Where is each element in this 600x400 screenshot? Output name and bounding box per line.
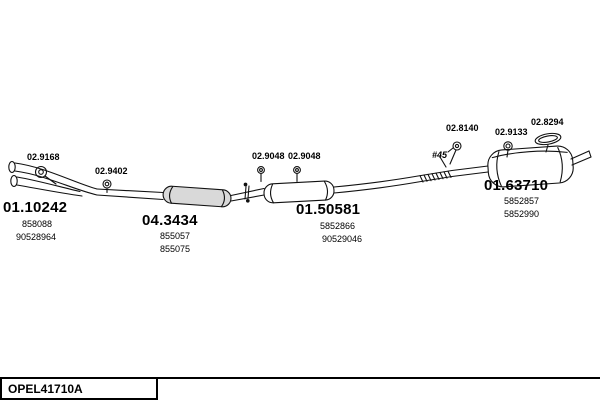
rear-pipe-art (333, 156, 489, 194)
oem-number: 5852857 (504, 196, 540, 206)
bracket-icon (447, 141, 462, 165)
part-ref-hanger-left: 02.9048 (252, 151, 285, 161)
part-ref-band-clamp: 02.8294 (531, 117, 564, 127)
oem-number: 855075 (160, 244, 191, 254)
part-ref-catalyst: 04.3434 (142, 212, 198, 229)
part-ref-hanger-right: 02.9048 (288, 151, 321, 161)
catalyst-art (162, 185, 232, 208)
part-ref-rear-muffler: 01.63710 (484, 177, 549, 194)
oem-number: 5852866 (320, 221, 356, 231)
oem-number: 858088 (22, 219, 53, 229)
hanger-icon-left (257, 166, 265, 183)
part-ref-gasket-front: 02.9168 (27, 152, 60, 162)
band-clamp-leader (545, 144, 549, 153)
oem-number: 855057 (160, 231, 191, 241)
diagram-code-box: OPEL41710A (0, 377, 158, 400)
front-pipe-art (8, 160, 164, 201)
tailpipe-art (570, 150, 592, 166)
part-ref-bracket: 02.8140 (446, 123, 479, 133)
hanger-icon-right (293, 166, 301, 183)
part-ref-front-pipe: 01.10242 (3, 199, 68, 216)
band-clamp-icon (534, 132, 562, 146)
ring-clamp-icon (102, 179, 112, 194)
diagram-note: #45 (432, 150, 448, 160)
oem-number: 90528964 (16, 232, 57, 242)
center-muffler-art (263, 180, 335, 204)
oem-number: 90529046 (322, 234, 363, 244)
rear-muffler-art (487, 145, 574, 188)
footer-divider (0, 377, 600, 379)
diagram-code: OPEL41710A (8, 381, 83, 396)
mid-pipe-art (230, 182, 265, 203)
gasket-icon (34, 165, 57, 185)
ring-icon-rear (503, 141, 513, 158)
part-ref-center-muffler: 01.50581 (296, 201, 361, 218)
part-ref-ring-clamp: 02.9402 (95, 166, 128, 176)
oem-number: 5852990 (504, 209, 540, 219)
part-ref-ring-rear: 02.9133 (495, 127, 528, 137)
